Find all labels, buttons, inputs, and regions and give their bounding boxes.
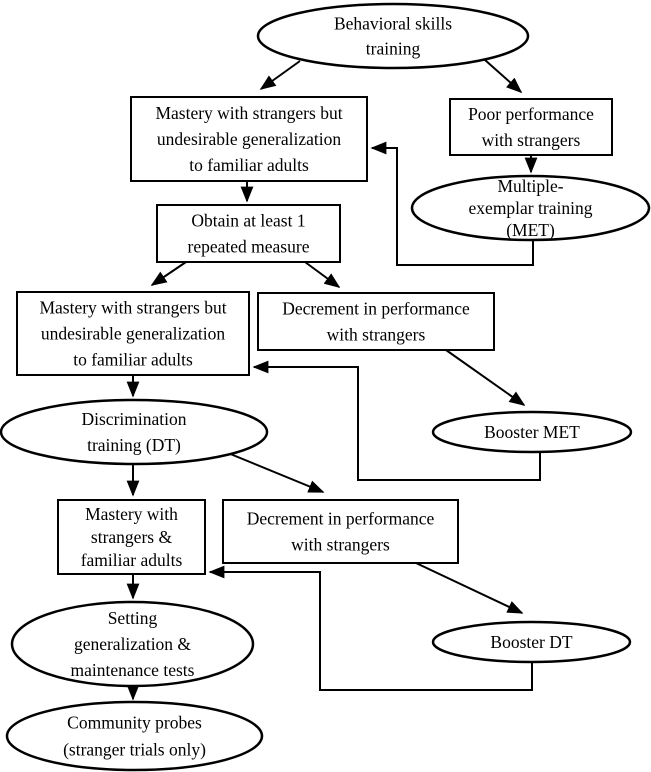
ellipse-shape	[431, 410, 633, 454]
rect-shape	[156, 204, 341, 263]
node-met: Multiple-exemplar training(MET)	[410, 174, 651, 242]
ellipse-shape	[431, 620, 632, 664]
rect-shape	[16, 291, 250, 376]
node-label-booster-dt: Booster DT	[490, 632, 572, 652]
rect-shape	[257, 292, 495, 351]
node-community-probes: Community probes(stranger trials only)	[5, 700, 264, 772]
node-label-met: Multiple-exemplar training(MET)	[469, 176, 593, 240]
ellipse-shape	[256, 2, 530, 70]
edge-dt-to-decrement2	[227, 452, 325, 493]
rect-shape	[449, 98, 613, 156]
edge-bst-to-mastery1	[259, 60, 301, 90]
rect-shape	[57, 499, 206, 575]
edge-booster-dt-loop-to-mastery3	[208, 565, 533, 691]
edge-obtain-to-mastery2	[150, 261, 187, 286]
ellipse-shape	[410, 174, 651, 242]
ellipse-shape	[5, 700, 264, 772]
ellipse-shape	[0, 398, 269, 466]
node-booster-dt: Booster DT	[431, 620, 632, 664]
node-label-booster-met: Booster MET	[484, 422, 580, 442]
node-booster-met: Booster MET	[431, 410, 633, 454]
rect-shape	[222, 499, 459, 564]
edge-met-loop-to-mastery1	[370, 141, 534, 266]
edge-obtain-to-decrement1	[304, 261, 341, 288]
edges-layer	[126, 59, 541, 701]
edge-decrement2-to-booster-dt	[415, 562, 524, 614]
ellipse-shape	[10, 600, 255, 688]
rect-shape	[130, 96, 368, 182]
edge-bst-to-poor-performance	[484, 59, 523, 94]
edge-decrement1-to-booster-met	[445, 349, 526, 406]
node-label-community-probes: Community probes(stranger trials only)	[63, 713, 206, 760]
edge-booster-met-loop-to-mastery2	[252, 360, 541, 481]
